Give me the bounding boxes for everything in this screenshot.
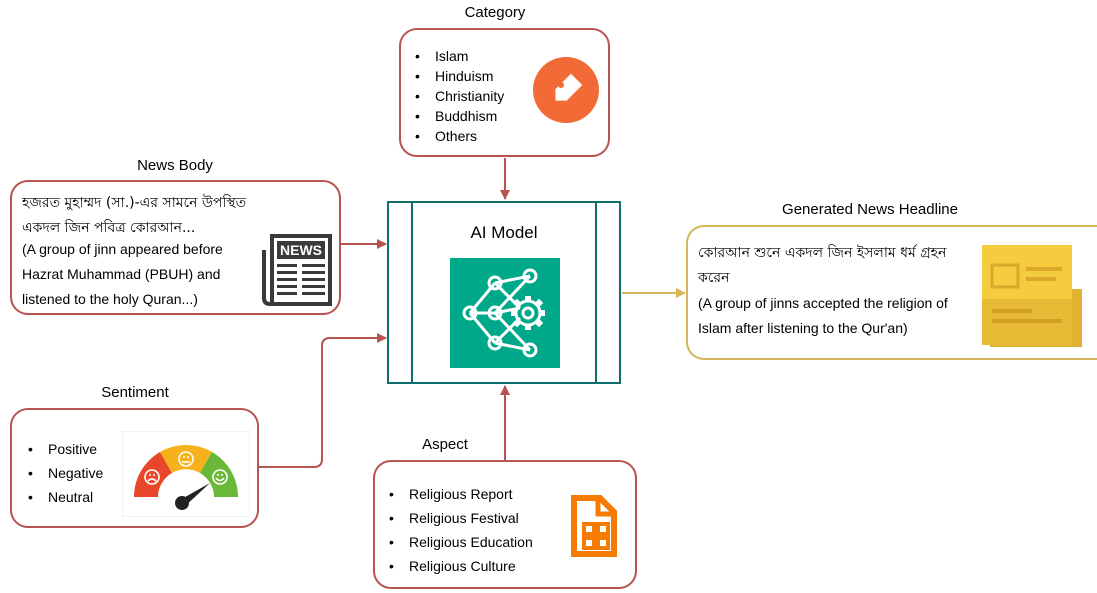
sentiment-title: Sentiment [101,384,169,401]
news-body-bangla-line-2: একদল জিন পবিত্র কোরআন... [22,220,196,236]
list-item: Buddhism [413,106,504,126]
sentiment-box: Positive Negative Neutral [10,408,259,528]
ai-model-box: AI Model [387,201,621,384]
ai-model-left-divider [411,203,413,382]
list-item: Religious Festival [387,506,533,530]
list-item: Islam [413,46,504,66]
newspaper-icon: NEWS [260,232,332,306]
headline-bangla-line-2: করেন [698,270,730,286]
tag-icon [533,57,599,123]
list-item: Hinduism [413,66,504,86]
arrow-sentiment-to-model [258,333,387,468]
list-item: Negative [26,461,103,485]
ai-model-label: AI Model [470,223,538,242]
headline-english-line-1: (A group of jinns accepted the religion … [698,295,948,311]
news-body-bangla-line-1: হজরত মুহাম্মদ (সা.)-এর সামনে উপস্থিত [22,195,247,211]
headline-english-line-2: Islam after listening to the Qur'an) [698,320,908,336]
newspaper-icon-label: NEWS [280,242,322,258]
aspect-title: Aspect [422,436,468,453]
news-body-english-line-3: listened to the holy Quran...) [22,291,198,307]
news-body-box: হজরত মুহাম্মদ (সা.)-এর সামনে উপস্থিত একদ… [10,180,341,315]
news-body-english-line-1: (A group of jinn appeared before [22,241,223,257]
headline-title: Generated News Headline [782,201,958,218]
headline-box: কোরআন শুনে একদল জিন ইসলাম ধর্ম গ্রহন করে… [686,225,1097,360]
list-item: Christianity [413,86,504,106]
headline-bangla-line-1: কোরআন শুনে একদল জিন ইসলাম ধর্ম গ্রহন [698,245,947,261]
news-body-english-line-2: Hazrat Muhammad (PBUH) and [22,266,221,282]
ai-model-icon [450,258,560,368]
sentiment-gauge-icon [122,431,250,517]
list-item: Religious Report [387,482,533,506]
category-box: Islam Hinduism Christianity Buddhism Oth… [399,28,610,157]
list-item: Neutral [26,485,103,509]
document-icon [982,245,1082,347]
list-item: Religious Education [387,530,533,554]
news-body-title: News Body [137,157,213,174]
aspect-list: Religious Report Religious Festival Reli… [387,482,533,578]
list-item: Others [413,126,504,146]
category-title: Category [464,4,526,21]
sentiment-list: Positive Negative Neutral [26,437,103,509]
list-item: Religious Culture [387,554,533,578]
category-list: Islam Hinduism Christianity Buddhism Oth… [413,46,504,146]
aspect-document-grid-icon [571,495,617,557]
list-item: Positive [26,437,103,461]
aspect-box: Religious Report Religious Festival Reli… [373,460,637,589]
ai-model-right-divider [595,203,597,382]
